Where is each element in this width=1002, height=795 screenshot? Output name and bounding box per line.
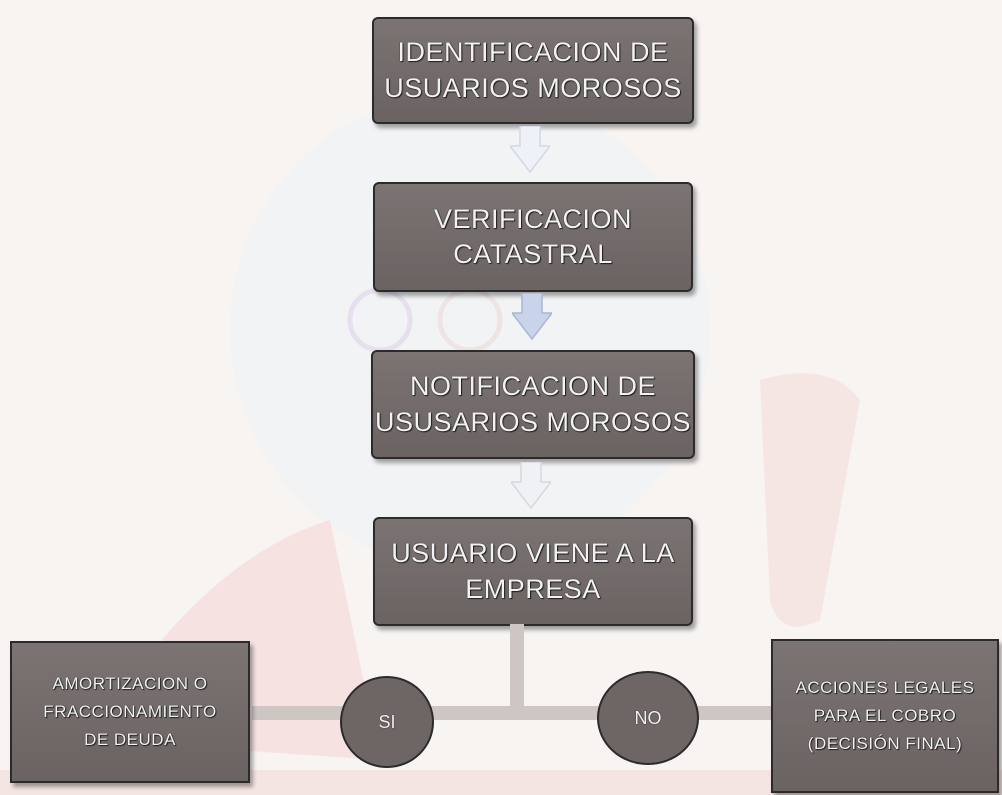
outcome-amortizacion-label: AMORTIZACION O FRACCIONAMIENTO DE DEUDA — [43, 673, 217, 750]
decision-no: NO — [597, 671, 699, 765]
down-arrow-icon — [511, 462, 551, 510]
step-verificacion: VERIFICACION CATASTRAL — [373, 182, 693, 292]
outcome-amortizacion: AMORTIZACION O FRACCIONAMIENTO DE DEUDA — [10, 641, 250, 783]
step-usuario-viene: USUARIO VIENE A LA EMPRESA — [373, 517, 693, 626]
step-identificacion: IDENTIFICACION DE USUARIOS MOROSOS — [372, 17, 694, 124]
down-arrow-icon — [512, 293, 552, 341]
step-identificacion-label: IDENTIFICACION DE USUARIOS MOROSOS — [384, 37, 682, 103]
step-notificacion: NOTIFICACION DE USUSARIOS MOROSOS — [371, 350, 695, 459]
down-arrow-icon — [510, 126, 550, 174]
step-notificacion-label: NOTIFICACION DE USUSARIOS MOROSOS — [374, 371, 692, 437]
decision-si: SI — [340, 676, 434, 768]
connector-vertical — [510, 624, 524, 714]
decision-no-label: NO — [634, 707, 662, 728]
step-verificacion-label: VERIFICACION CATASTRAL — [433, 203, 633, 269]
step-usuario-viene-label: USUARIO VIENE A LA EMPRESA — [391, 538, 675, 604]
decision-si-label: SI — [378, 711, 396, 732]
outcome-acciones-legales-label: ACCIONES LEGALES PARA EL COBRO (DECISIÓN… — [795, 677, 975, 754]
outcome-acciones-legales: ACCIONES LEGALES PARA EL COBRO (DECISIÓN… — [771, 639, 999, 793]
connector-horizontal — [252, 706, 778, 720]
